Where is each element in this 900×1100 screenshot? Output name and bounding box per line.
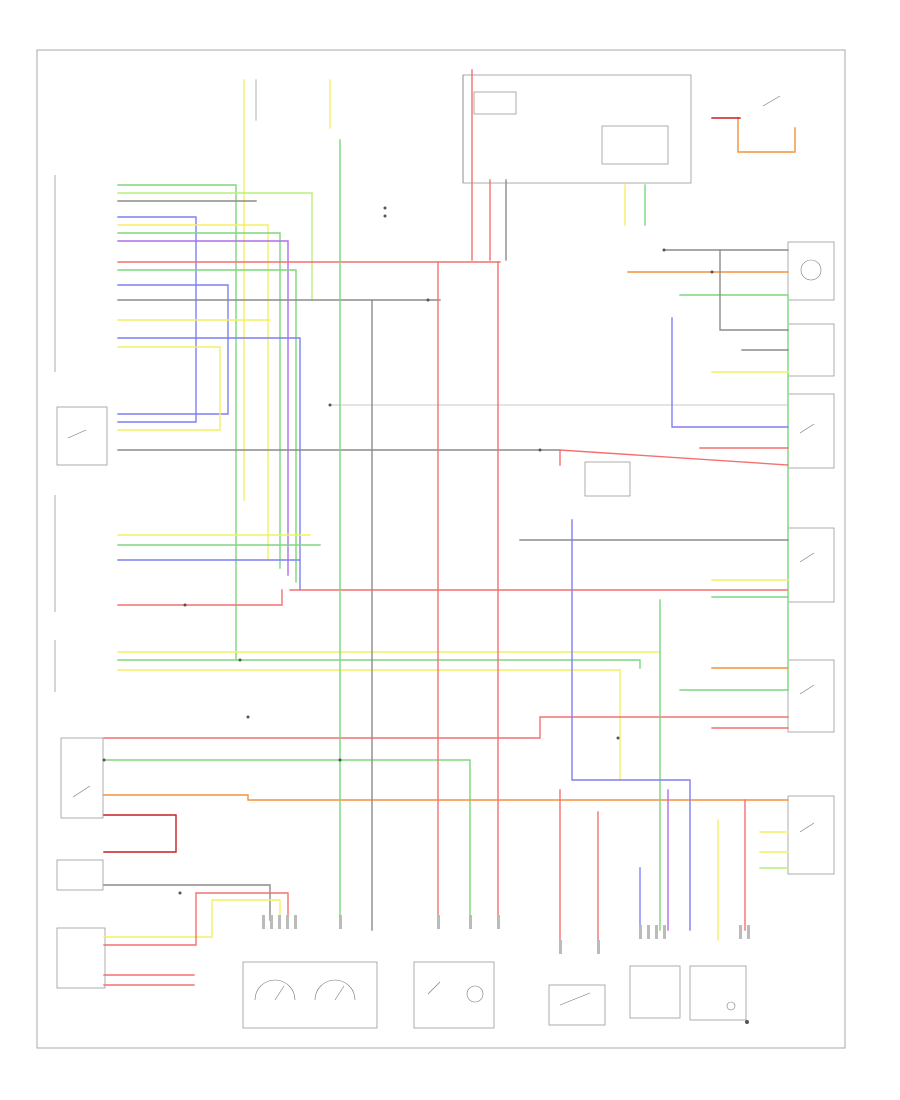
thermo-switch (629, 965, 681, 1019)
pressure-switch (548, 984, 606, 1026)
compressor-clutch (689, 965, 747, 1021)
blower-relay (60, 737, 104, 819)
diagram-frame (36, 49, 846, 1049)
splice-points (102, 206, 749, 1024)
mode-door-switch-2 (787, 527, 835, 603)
mode-door-switch-4 (787, 795, 835, 875)
junction-connector (584, 461, 631, 497)
blend-actuator (787, 241, 835, 301)
ac-switch (413, 961, 495, 1029)
relay-box (601, 125, 669, 165)
mode-door-switch-3 (787, 659, 835, 733)
mode-door-switch-1 (787, 393, 835, 469)
recirc-actuator (787, 323, 835, 377)
blower-motor (56, 927, 106, 989)
blower-motor-resistor (56, 859, 104, 891)
mode-control-switch (56, 406, 108, 466)
bottom-connector-pins (262, 915, 750, 954)
ignition-relay (473, 91, 517, 115)
compressor-gauge-unit (242, 961, 378, 1029)
